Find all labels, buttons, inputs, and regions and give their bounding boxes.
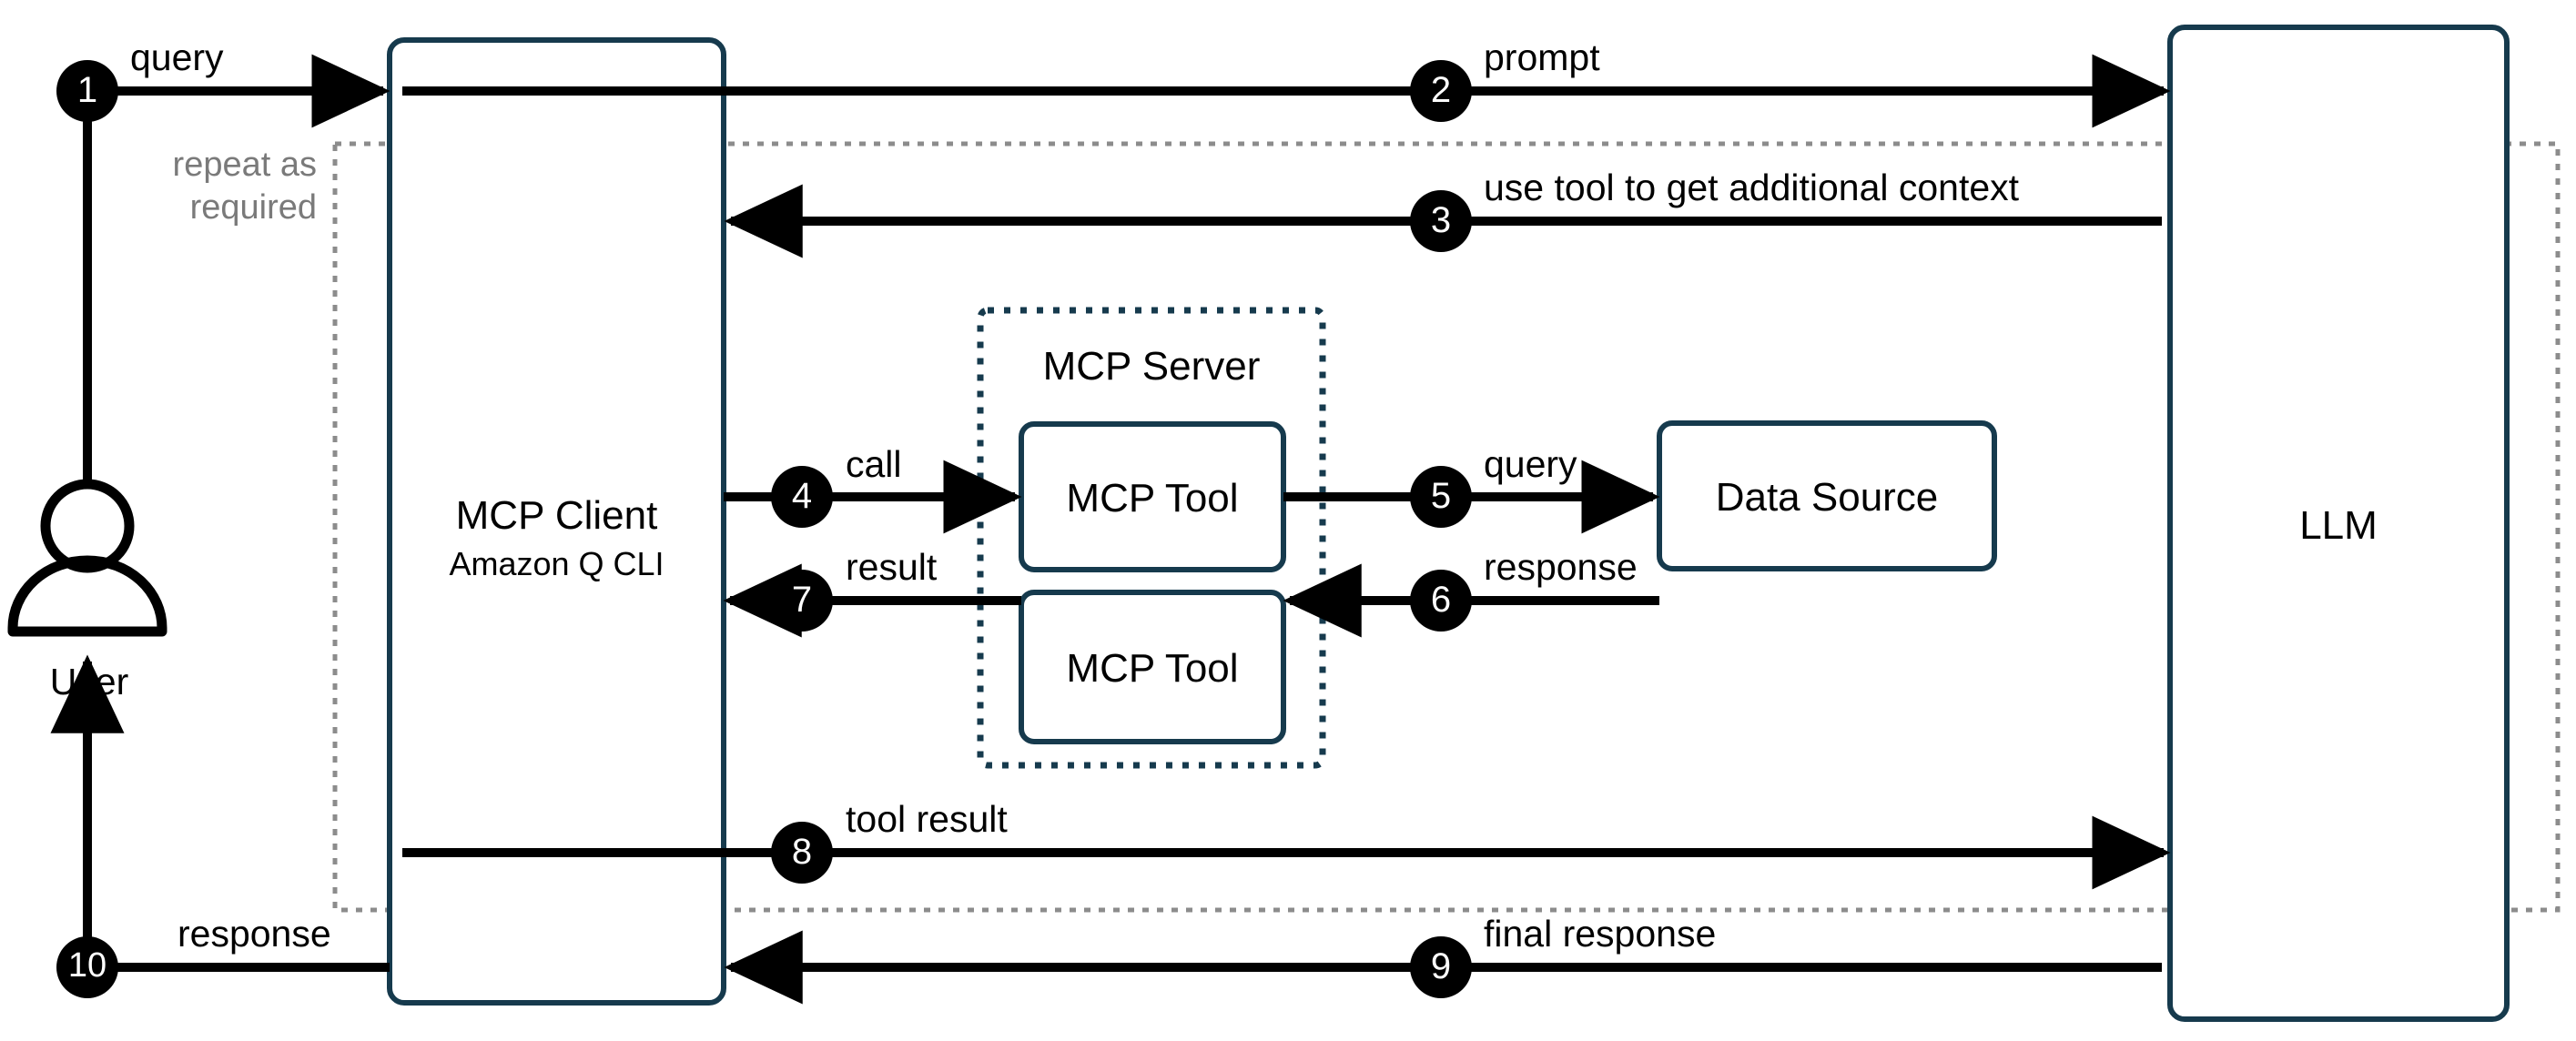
mcp-tool-1-box[interactable] xyxy=(1019,421,1286,572)
mcp-client-box[interactable] xyxy=(387,37,726,1006)
llm-box[interactable] xyxy=(2167,25,2510,1022)
step-circle-1[interactable] xyxy=(56,60,118,122)
data-source-box[interactable] xyxy=(1657,420,1997,571)
step-circle-10[interactable] xyxy=(56,936,118,998)
step-circle-9[interactable] xyxy=(1410,936,1472,998)
user-actor-icon xyxy=(7,479,167,637)
step-circle-3[interactable] xyxy=(1410,190,1472,252)
repeat-group-dotted-border xyxy=(332,141,2561,913)
step-circle-7[interactable] xyxy=(771,570,833,632)
mcp-tool-2-box[interactable] xyxy=(1019,590,1286,744)
step-circle-6[interactable] xyxy=(1410,570,1472,632)
mcp-server-dotted-border xyxy=(977,307,1326,769)
step-circle-5[interactable] xyxy=(1410,466,1472,528)
step-circle-4[interactable] xyxy=(771,466,833,528)
step-circle-2[interactable] xyxy=(1410,60,1472,122)
step-circle-8[interactable] xyxy=(771,822,833,884)
